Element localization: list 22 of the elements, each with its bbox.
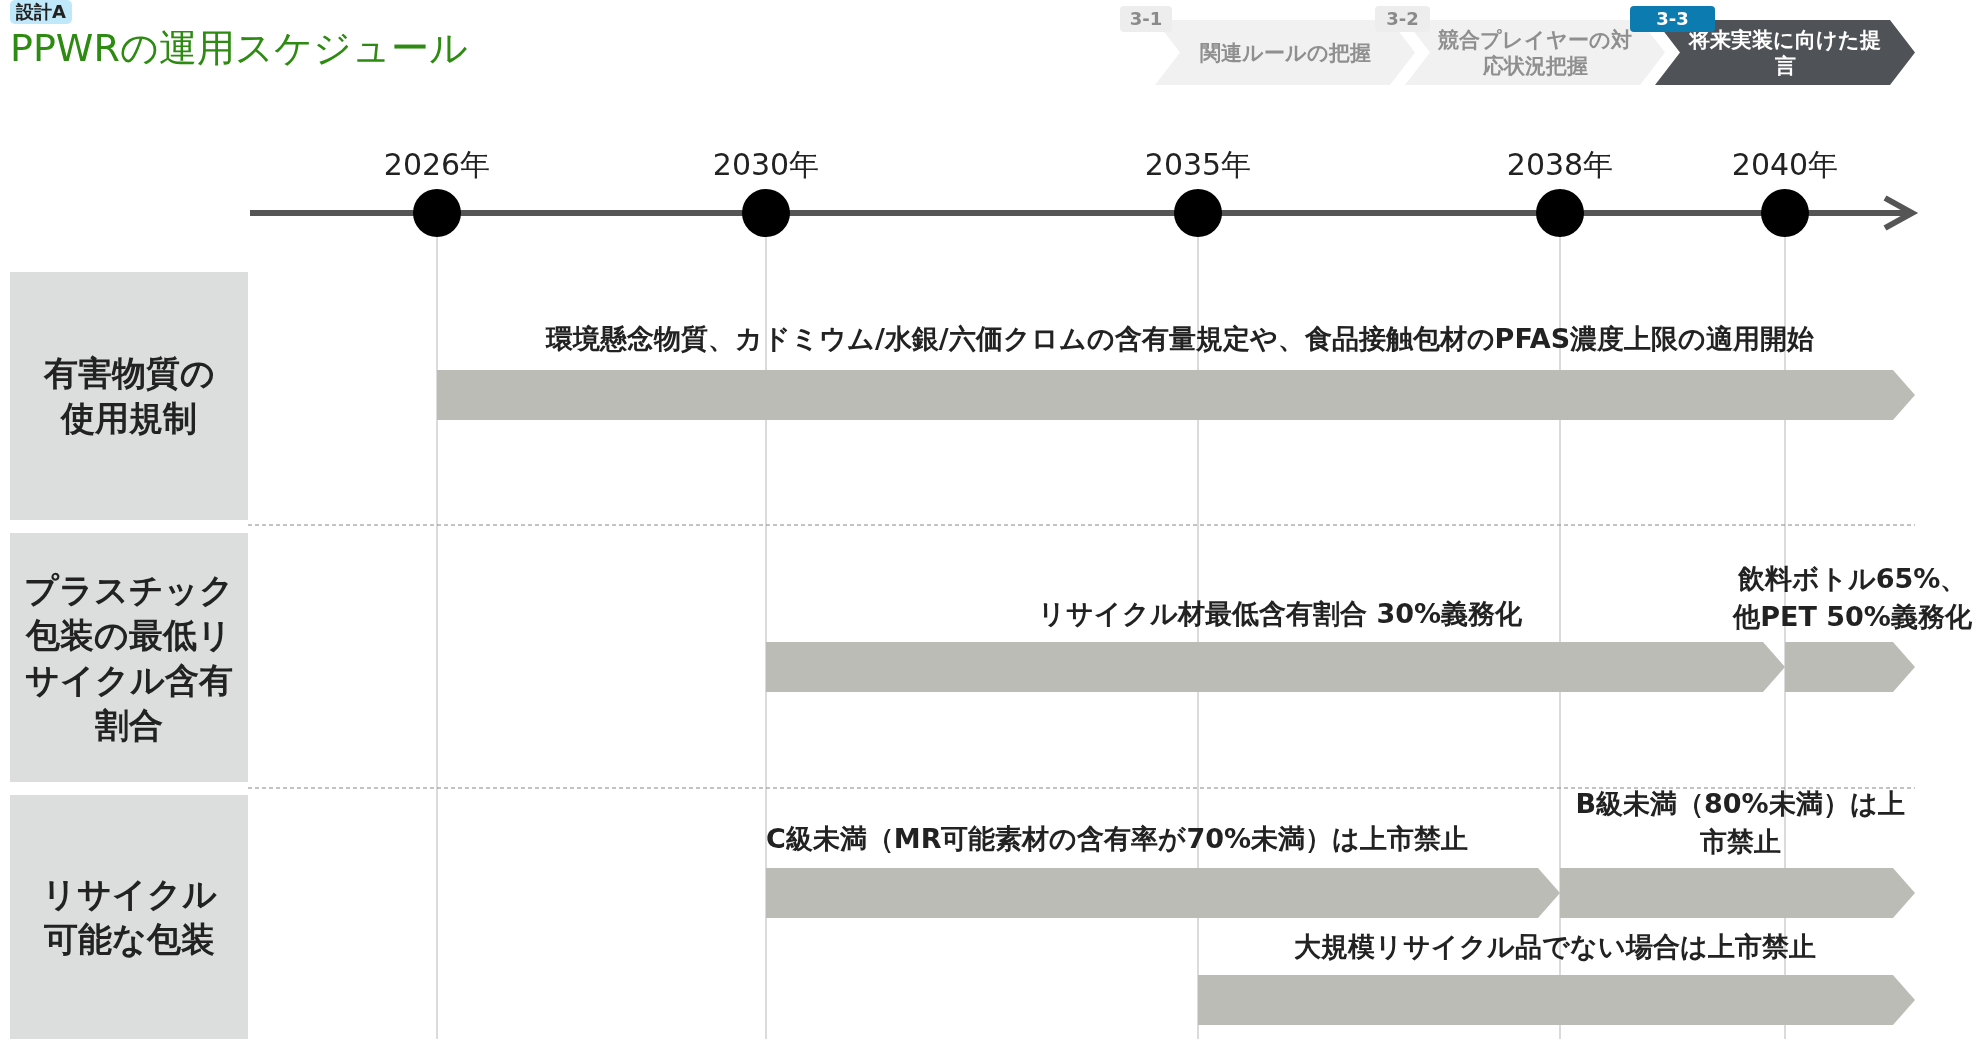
step-number-badge: 3-1 [1120, 6, 1172, 32]
year-label: 2030年 [711, 146, 821, 184]
tag-badge: 設計A [10, 0, 72, 24]
row-header: 有害物質の使用規制 [10, 272, 248, 520]
bar-label: B級未満（80%未満）は上市禁止 [1575, 787, 1905, 859]
step-number-badge: 3-3 [1630, 6, 1715, 32]
year-label: 2026年 [382, 146, 492, 184]
bar-label: 大規模リサイクル品でない場合は上市禁止 [1293, 930, 1817, 964]
year-label: 2040年 [1730, 146, 1840, 184]
bar-label: リサイクル材最低含有割合 30%義務化 [1037, 597, 1523, 631]
step-label: 関連ルールの把握 [1198, 39, 1372, 67]
bar-label: C級未満（MR可能素材の含有率が70%未満）は上市禁止 [766, 822, 1470, 856]
year-label: 2038年 [1505, 146, 1615, 184]
step-label: 競合プレイヤーの対応状況把握 [1437, 26, 1633, 80]
page-title: PPWRの運用スケジュール [10, 25, 468, 72]
step-number-badge: 3-2 [1375, 6, 1430, 32]
bar-label: 環境懸念物質、カドミウム/水銀/六価クロムの含有量規定や、食品接触包材のPFAS濃度上限の適用開始 [544, 322, 1816, 356]
schedule-bar [1785, 642, 1915, 692]
row-header: プラスチック包装の最低リサイクル含有割合 [10, 533, 248, 782]
year-label: 2035年 [1143, 146, 1253, 184]
row-header: リサイクル可能な包装 [10, 795, 248, 1039]
bar-label: 飲料ボトル65%、他PET 50%義務化 [1731, 562, 1973, 634]
